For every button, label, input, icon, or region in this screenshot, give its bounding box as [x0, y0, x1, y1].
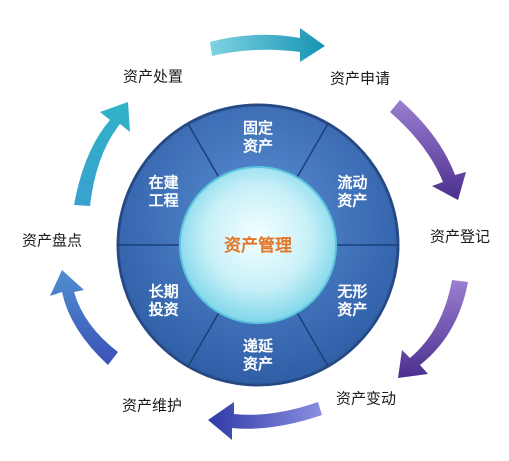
ring-divider [187, 312, 220, 367]
center-circle [179, 166, 337, 324]
ring-divider [187, 123, 220, 178]
segment-label: 无形资产 [336, 283, 367, 319]
segment-label: 长期投资 [149, 283, 179, 319]
segment-label: 递延资产 [243, 337, 274, 373]
cycle-arrows [50, 28, 468, 440]
arrow-right-lower [398, 280, 468, 378]
stage-label-inventory: 资产盘点 [21, 231, 83, 250]
segment-label: 固定资产 [243, 119, 273, 155]
arrow-bottom [208, 402, 322, 440]
ring-divider [296, 312, 329, 367]
stage-label-maintain: 资产维护 [121, 396, 183, 415]
arrow-top [210, 28, 325, 62]
arrow-right-upper [390, 100, 466, 200]
segment-label: 在建工程 [149, 174, 180, 210]
stage-label-register: 资产登记 [429, 227, 491, 246]
stage-label-apply: 资产申请 [329, 69, 391, 88]
segment-label: 流动资产 [337, 174, 367, 210]
stage-label-change: 资产变动 [335, 389, 397, 408]
stage-label-disposal: 资产处置 [122, 67, 184, 86]
arrow-left-upper [74, 102, 130, 206]
ring-divider [296, 123, 329, 178]
ring-dividers [118, 123, 398, 367]
arrow-left-lower [50, 270, 118, 365]
center-label: 资产管理 [224, 235, 292, 256]
